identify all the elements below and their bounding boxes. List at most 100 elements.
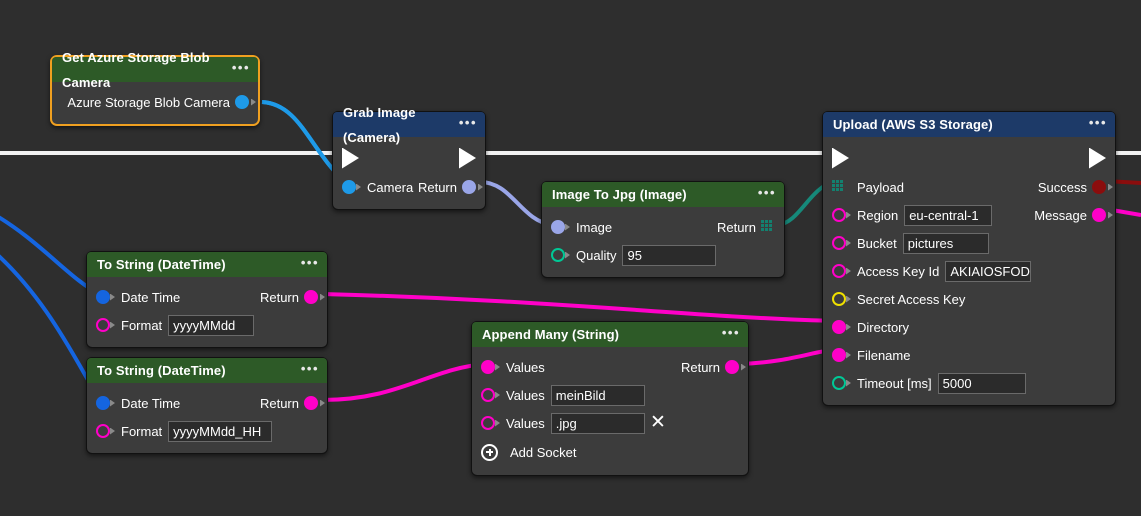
row-camera-return: Camera Return — [333, 173, 485, 201]
socket-in-filename[interactable] — [832, 348, 846, 362]
socket-in-image[interactable] — [551, 220, 565, 234]
row-values-return: Values Return — [472, 353, 748, 381]
socket-label-bucket: Bucket — [857, 235, 897, 251]
socket-in-timeout[interactable] — [832, 376, 846, 390]
format-input[interactable]: yyyyMMdd_HH — [168, 420, 273, 442]
row-image-return: Image Return — [542, 213, 784, 241]
row-datetime-return: Date Time Return — [87, 389, 327, 417]
region-input[interactable]: eu-central-1 — [904, 204, 993, 226]
exec-out-arrow-icon[interactable] — [1089, 147, 1106, 169]
bucket-input[interactable]: pictures — [902, 232, 989, 254]
access-key-id-input[interactable]: AKIAIOSFODNN — [945, 260, 1032, 282]
node-menu-icon[interactable]: ••• — [300, 254, 319, 270]
node-image-to-jpg[interactable]: Image To Jpg (Image) ••• Image Return — [541, 181, 785, 278]
node-append-many-string[interactable]: Append Many (String) ••• Values Return V… — [471, 321, 749, 476]
node-header[interactable]: Image To Jpg (Image) ••• — [542, 182, 784, 207]
socket-out-return-arrow — [320, 293, 325, 301]
add-socket-label: Add Socket — [510, 444, 577, 460]
node-header[interactable]: Append Many (String) ••• — [472, 322, 748, 347]
socket-in-date-time[interactable] — [96, 290, 110, 304]
add-socket-button[interactable]: Add Socket — [472, 437, 748, 467]
node-menu-icon[interactable]: ••• — [231, 59, 250, 75]
format-input[interactable]: yyyyMMdd — [168, 314, 255, 336]
socket-label-filename: Filename — [857, 347, 911, 363]
timeout-input[interactable]: 5000 — [937, 372, 1026, 394]
socket-in-filename-arrow — [846, 351, 851, 359]
remove-socket-icon[interactable]: ✕ — [650, 412, 666, 433]
socket-out-success[interactable] — [1092, 180, 1106, 194]
node-header[interactable]: Upload (AWS S3 Storage) ••• — [823, 112, 1115, 137]
socket-in-format[interactable] — [96, 424, 110, 438]
quality-input[interactable]: 95 — [622, 244, 717, 266]
node-header[interactable]: Get Azure Storage Blob Camera ••• — [52, 50, 258, 90]
socket-label-message: Message — [1034, 207, 1087, 223]
socket-in-format[interactable] — [96, 318, 110, 332]
socket-in-format-arrow — [110, 321, 115, 329]
node-body: Image Return Quality 95 — [542, 207, 784, 277]
socket-label-access-key-id: Access Key Id — [857, 263, 940, 279]
socket-out-camera[interactable] — [235, 95, 249, 109]
socket-in-directory[interactable] — [832, 320, 846, 334]
row-format: Format yyyyMMdd — [87, 311, 327, 339]
socket-in-array-icon[interactable] — [832, 180, 846, 194]
socket-label-return: Return — [680, 359, 720, 375]
node-to-string-datetime-1[interactable]: To String (DateTime) ••• Date Time Retur… — [86, 251, 328, 348]
node-title: Append Many (String) — [482, 327, 620, 342]
socket-out-return[interactable] — [304, 396, 318, 410]
socket-label-format: Format — [121, 317, 163, 333]
wire-datetime-1 — [0, 215, 101, 296]
socket-out-image[interactable] — [462, 180, 476, 194]
node-title: Get Azure Storage Blob Camera — [62, 49, 210, 90]
row-filename: Filename — [823, 341, 1115, 369]
node-menu-icon[interactable]: ••• — [757, 184, 776, 200]
node-upload-aws-s3-storage[interactable]: Upload (AWS S3 Storage) ••• Payload Succ… — [822, 111, 1116, 406]
node-body: Azure Storage Blob Camera — [52, 82, 258, 124]
socket-in-camera[interactable] — [342, 180, 356, 194]
socket-out-camera-arrow — [251, 98, 256, 106]
socket-in-values[interactable] — [481, 388, 495, 402]
socket-in-format-arrow — [110, 427, 115, 435]
socket-out-message-arrow — [1108, 211, 1113, 219]
exec-in-arrow-icon[interactable] — [342, 147, 359, 169]
socket-out-array-icon[interactable] — [761, 220, 775, 234]
socket-out-message[interactable] — [1092, 208, 1106, 222]
node-header[interactable]: To String (DateTime) ••• — [87, 358, 327, 383]
node-menu-icon[interactable]: ••• — [300, 360, 319, 376]
node-header[interactable]: To String (DateTime) ••• — [87, 252, 327, 277]
wire-datetime-2 — [0, 254, 102, 402]
wire-string-directory — [321, 292, 839, 323]
socket-in-bucket[interactable] — [832, 236, 846, 250]
node-header[interactable]: Grab Image (Camera) ••• — [333, 105, 485, 145]
socket-in-quality-arrow — [565, 251, 570, 259]
exec-in-arrow-icon[interactable] — [832, 147, 849, 169]
node-menu-icon[interactable]: ••• — [721, 324, 740, 340]
socket-label-success: Success — [1037, 179, 1087, 195]
node-to-string-datetime-2[interactable]: To String (DateTime) ••• Date Time Retur… — [86, 357, 328, 454]
socket-in-quality[interactable] — [551, 248, 565, 262]
row-region-message: Region eu-central-1 Message — [823, 201, 1115, 229]
values-input-1[interactable]: meinBild — [550, 384, 645, 406]
socket-label-return: Return — [259, 289, 299, 305]
socket-in-secret-access-key[interactable] — [832, 292, 846, 306]
socket-label-values: Values — [506, 415, 545, 431]
socket-in-values[interactable] — [481, 416, 495, 430]
socket-in-region[interactable] — [832, 208, 846, 222]
socket-in-values-arrow — [495, 391, 500, 399]
socket-out-return[interactable] — [304, 290, 318, 304]
exec-out-arrow-icon[interactable] — [459, 147, 476, 169]
socket-label-payload: Payload — [857, 179, 904, 195]
socket-in-access-key-id[interactable] — [832, 264, 846, 278]
node-get-azure-storage-blob-camera[interactable]: Get Azure Storage Blob Camera ••• Azure … — [50, 50, 260, 126]
values-input-2[interactable]: .jpg — [550, 412, 645, 434]
row-access-key-id: Access Key Id AKIAIOSFODNN — [823, 257, 1115, 285]
socket-label-camera: Camera — [367, 179, 414, 195]
node-grab-image-camera[interactable]: Grab Image (Camera) ••• Camera Return — [332, 105, 486, 210]
socket-out-success-arrow — [1108, 183, 1113, 191]
node-menu-icon[interactable]: ••• — [1088, 114, 1107, 130]
row-datetime-return: Date Time Return — [87, 283, 327, 311]
socket-in-values[interactable] — [481, 360, 495, 374]
socket-in-date-time[interactable] — [96, 396, 110, 410]
node-menu-icon[interactable]: ••• — [458, 114, 477, 130]
socket-out-return[interactable] — [725, 360, 739, 374]
